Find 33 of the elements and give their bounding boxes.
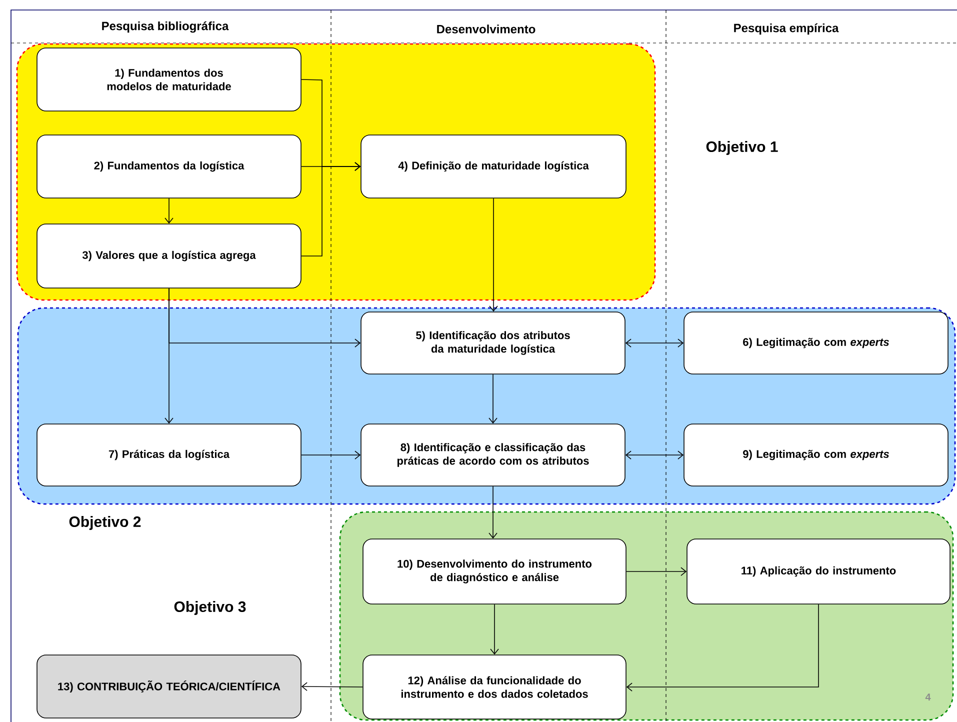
process-box: 7) Práticas da logística	[36, 424, 302, 486]
arrow	[490, 604, 499, 655]
column-heading: Pesquisa empírica	[734, 23, 839, 35]
process-box: 5) Identificação dos atributos da maturidade logística	[360, 312, 626, 374]
arrow	[488, 486, 498, 539]
process-box: 12) Análise da funcionalidade do instrumento e dos dados coletados	[362, 654, 626, 720]
arrow	[489, 198, 498, 312]
process-box: 8) Identificação e classificação das práticas de acordo com os atributos	[360, 424, 626, 486]
process-box: 3) Valores que a logística agrega	[36, 224, 302, 288]
process-box: 9) Legitimação com experts	[684, 424, 948, 486]
arrow	[301, 162, 361, 256]
arrow	[625, 338, 684, 348]
process-box: 10) Desenvolvimento do instrumento de diagnóstico e análise	[362, 538, 626, 604]
process-box: 2) Fundamentos da logística	[36, 134, 302, 198]
process-box: 1) Fundamentos dos modelos de maturidade	[36, 48, 302, 112]
process-box: 11) Aplicação do instrumento	[686, 538, 950, 604]
process-box: 4) Definição de maturidade logística	[360, 134, 626, 198]
arrow	[164, 198, 174, 224]
arrow	[626, 567, 687, 576]
process-box: 6) Legitimação com experts	[684, 312, 948, 374]
column-heading: Desenvolvimento	[437, 24, 536, 34]
arrow	[626, 604, 819, 692]
page-number: 4	[925, 694, 931, 700]
arrow	[301, 682, 363, 691]
arrow	[164, 288, 174, 424]
objective-heading: Objetivo 1	[706, 141, 778, 155]
result-box: 13) CONTRIBUIÇÃO TEÓRICA/CIENTÍFICA	[36, 654, 302, 718]
objective-heading: Objetivo 2	[69, 516, 141, 530]
arrow	[625, 450, 684, 460]
column-heading: Pesquisa bibliográfica	[102, 21, 229, 33]
arrow	[301, 450, 361, 460]
objective-heading: Objetivo 3	[174, 601, 246, 615]
arrow	[488, 374, 498, 424]
